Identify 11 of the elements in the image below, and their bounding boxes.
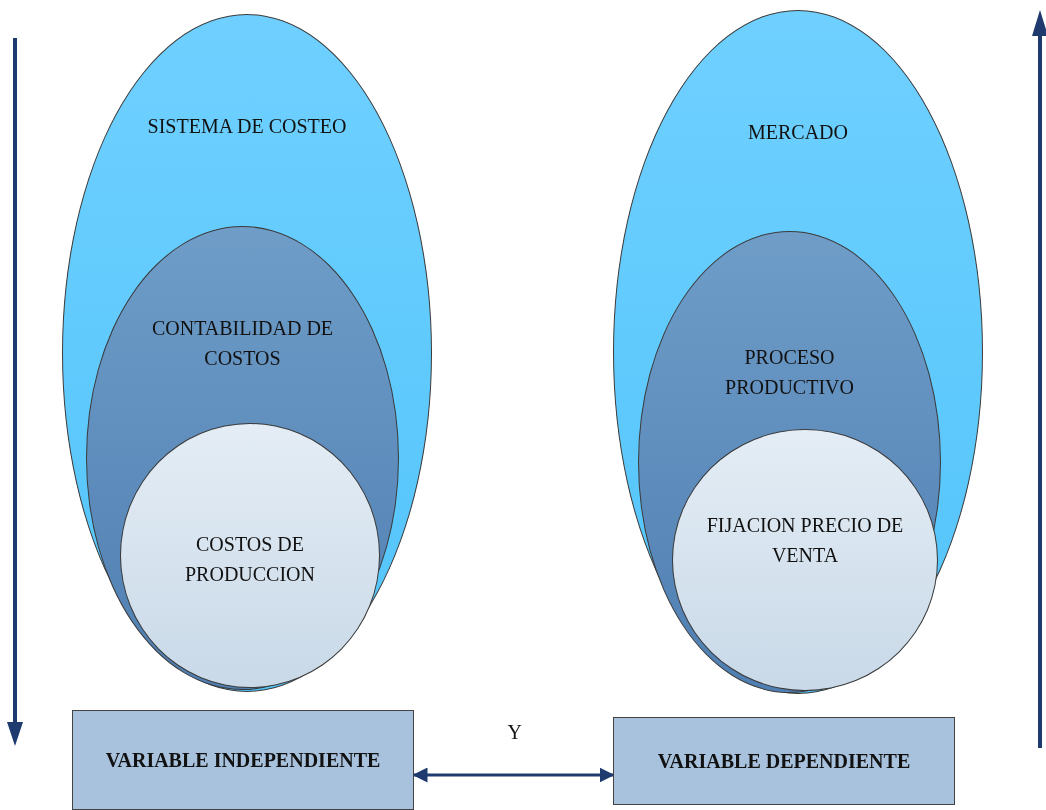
- ellipse-label: COSTOS DE PRODUCCION: [184, 532, 316, 587]
- ellipse-label: MERCADO: [747, 120, 849, 145]
- variable-box: [72, 710, 414, 810]
- box-label: VARIABLE DEPENDIENTE: [657, 749, 911, 774]
- box-label: VARIABLE INDEPENDIENTE: [105, 748, 381, 773]
- ellipse-label: FIJACION PRECIO DE VENTA: [705, 513, 905, 568]
- double-arrow: [412, 767, 615, 783]
- ellipse-label: SISTEMA DE COSTEO: [146, 114, 348, 139]
- ellipse-label: CONTABILIDAD DE COSTOS: [150, 316, 335, 371]
- variable-box: [613, 717, 955, 805]
- ellipse-label: PROCESO PRODUCTIVO: [724, 345, 855, 400]
